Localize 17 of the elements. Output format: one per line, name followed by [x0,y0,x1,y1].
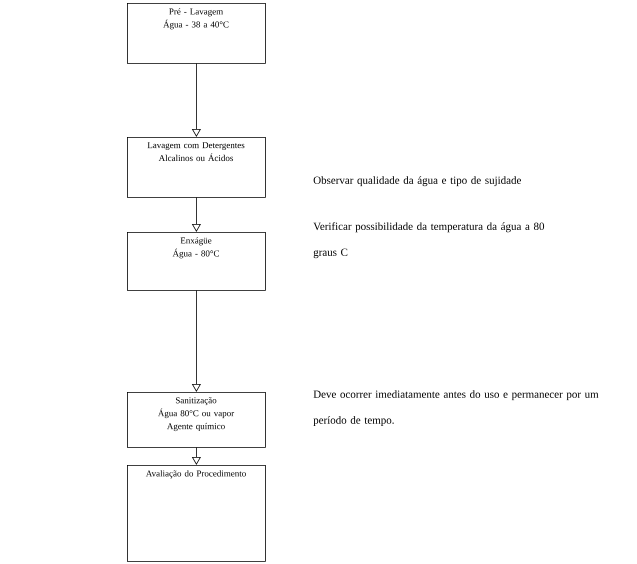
node-label: Enxágüe [180,237,212,246]
process-box [127,3,266,64]
node-label: Lavagem com Detergentes Alcalinos ou Ácidos [148,142,244,162]
node-label: Avaliação do Procedimento [146,470,246,478]
node-label: Agente químico [166,422,225,432]
note-text: Verificar possibilidade da temperatura da água a 80 graus C [313,222,544,258]
note-text: Observar qualidade da água e tipo de sujidade [314,176,521,186]
node-label: Sanitização [176,397,216,406]
note-text: Deve ocorrer imediatamente antes do uso e permanecer por um período de tempo. [313,390,598,426]
process-box [127,232,266,291]
node-label: Pré - Lavagem [169,8,224,16]
node-label: Água 80°C ou vapor [158,408,234,418]
node-label: Água - 38 a 40°C [163,20,228,30]
node-label: Água - 80°C [172,248,219,258]
process-box [127,465,266,562]
process-box [127,392,266,448]
process-box [127,137,266,198]
